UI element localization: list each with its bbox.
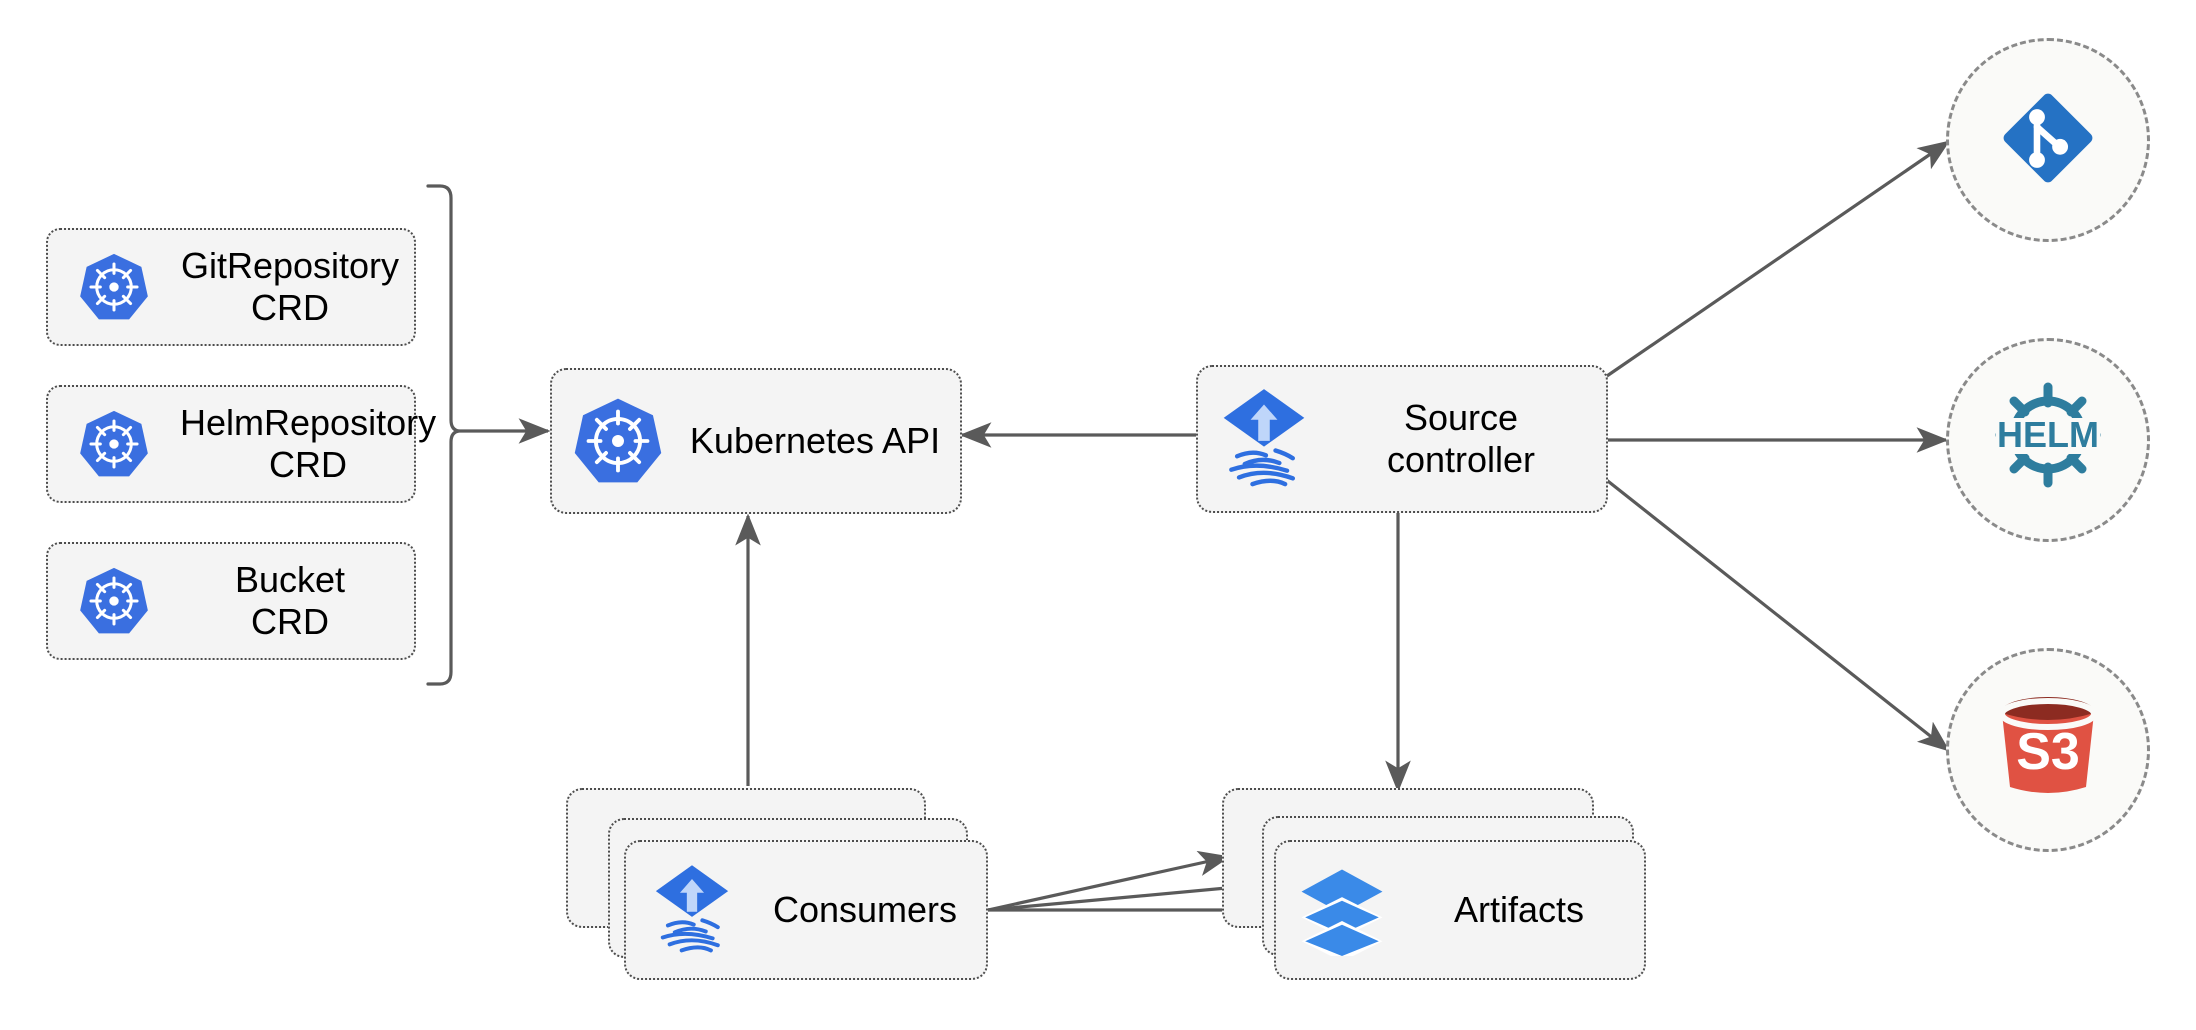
- crd-label: HelmRepository CRD: [180, 401, 437, 485]
- external-source-git[interactable]: [1946, 38, 2150, 242]
- node-label: Consumers: [772, 888, 958, 930]
- node-label: Source controller: [1386, 396, 1536, 480]
- edge-source-controller-to-s3: [1603, 476, 1951, 752]
- flux-icon: [1198, 387, 1330, 491]
- node-label: Artifacts: [1453, 888, 1585, 930]
- s3-label: S3: [2016, 723, 2080, 781]
- s3-bucket-icon: S3: [1983, 683, 2113, 818]
- external-source-s3[interactable]: S3: [1946, 648, 2150, 852]
- helm-label: HELM: [1997, 414, 2099, 455]
- kubernetes-icon: [48, 251, 180, 323]
- node-kubernetes-api[interactable]: Kubernetes API: [550, 368, 962, 514]
- crd-box-bucket[interactable]: Bucket CRD: [46, 542, 416, 660]
- crd-box-gitrepository[interactable]: GitRepository CRD: [46, 228, 416, 346]
- crd-box-helmrepository[interactable]: HelmRepository CRD: [46, 385, 436, 503]
- git-icon: [1993, 83, 2103, 198]
- crd-label: Bucket CRD: [234, 558, 346, 642]
- layers-icon: [1276, 864, 1408, 956]
- kubernetes-icon: [552, 395, 684, 487]
- helm-icon: HELM: [1978, 373, 2118, 508]
- node-artifacts[interactable]: Artifacts: [1274, 840, 1646, 980]
- node-label: Kubernetes API: [689, 419, 941, 461]
- edge-source-controller-to-git: [1603, 140, 1951, 380]
- kubernetes-icon: [48, 565, 180, 637]
- node-consumers[interactable]: Consumers: [624, 840, 988, 980]
- external-source-helm[interactable]: HELM: [1946, 338, 2150, 542]
- crd-label: GitRepository CRD: [180, 244, 400, 328]
- node-source-controller[interactable]: Source controller: [1196, 365, 1608, 513]
- kubernetes-icon: [48, 408, 180, 480]
- flux-icon: [626, 863, 758, 957]
- edge-consumers-to-artifacts-back: [987, 850, 1231, 912]
